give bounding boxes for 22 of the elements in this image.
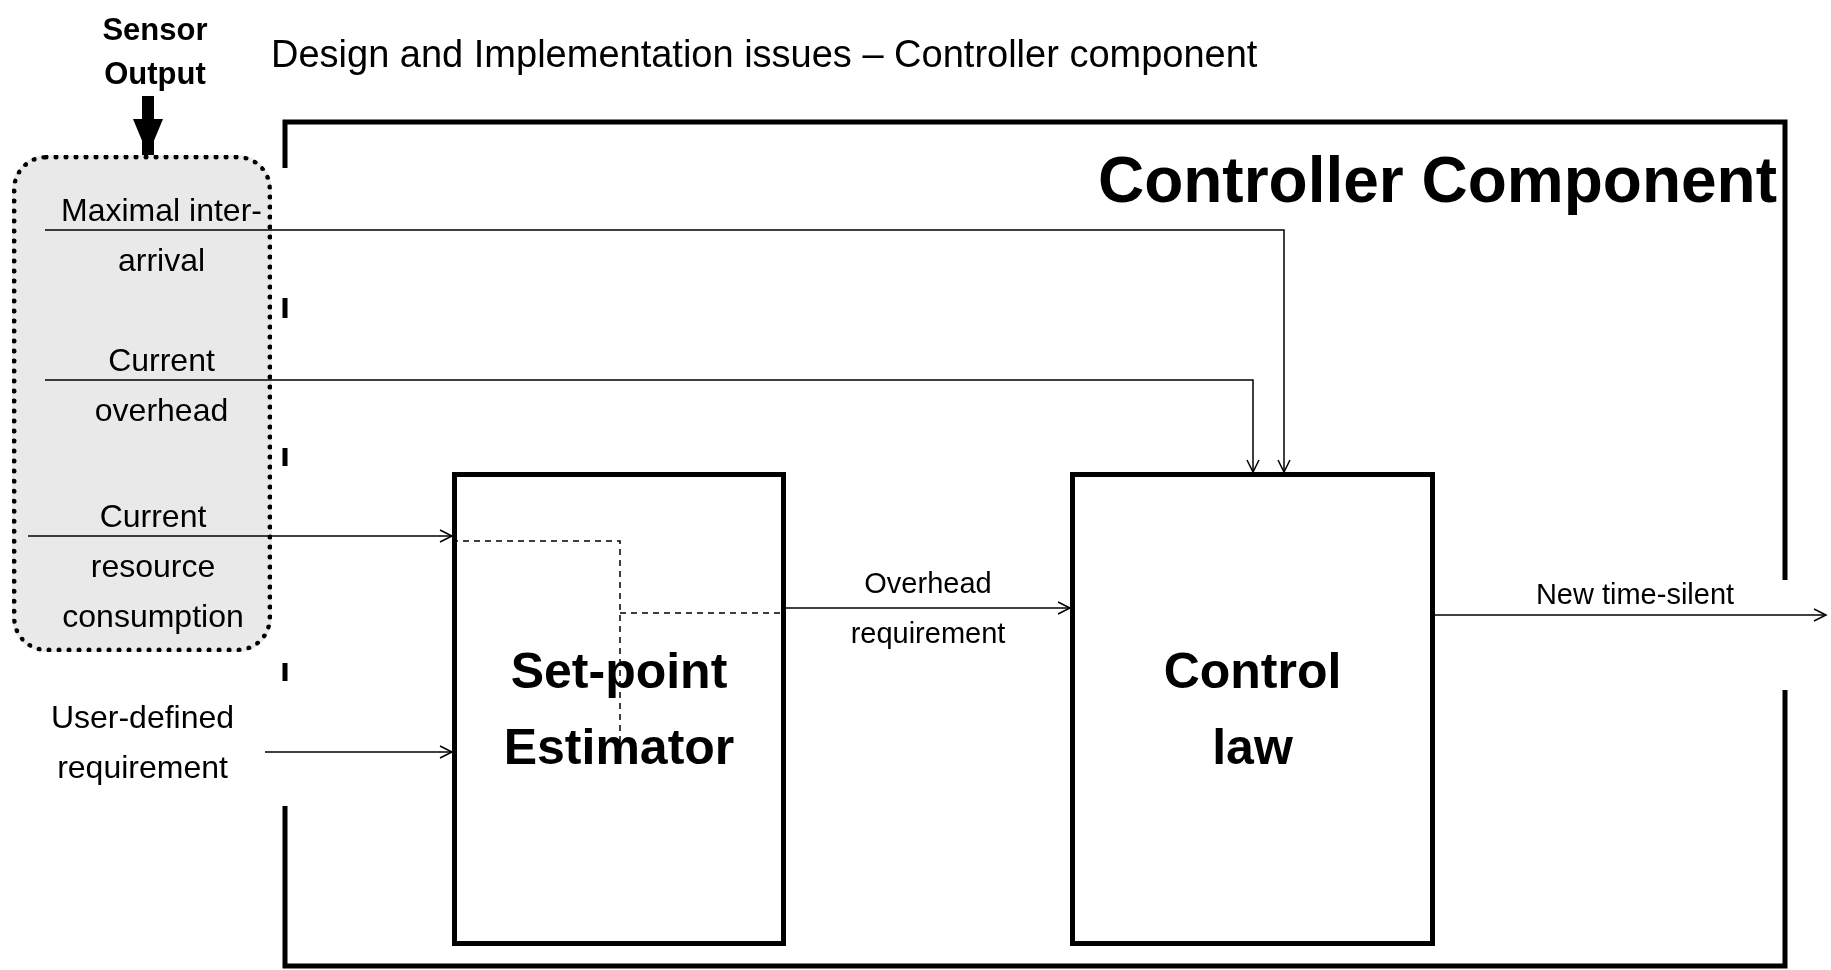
signal-label: Maximal inter-arrival: [50, 185, 273, 285]
subtitle: Design and Implementation issues – Controller component: [271, 32, 1258, 77]
arrow: [1434, 608, 1827, 622]
arrow: [27, 529, 453, 543]
thick-arrow: [133, 96, 163, 155]
input-title: Sensor Output: [80, 8, 230, 96]
block-title: Set-point Estimator: [502, 642, 736, 777]
estimator-box: [452, 472, 786, 946]
signal-label: Current overhead: [50, 335, 273, 435]
arrow: [44, 229, 1291, 473]
edge-label: New time-silent: [1534, 577, 1736, 612]
component-frame: [285, 122, 1785, 968]
signal-label: User-defined requirement: [20, 692, 265, 792]
control-law-box: [1070, 472, 1435, 946]
arrow: [785, 601, 1071, 615]
sensor-group-box: [12, 155, 272, 652]
signal-label: Current resource consumption: [33, 491, 273, 641]
frame-title: Controller Component: [1097, 143, 1777, 218]
arrow: [264, 745, 453, 759]
block-title: Control law: [1162, 642, 1343, 777]
arrow: [44, 379, 1260, 473]
edge-label: Overhead requirement: [849, 566, 1007, 651]
